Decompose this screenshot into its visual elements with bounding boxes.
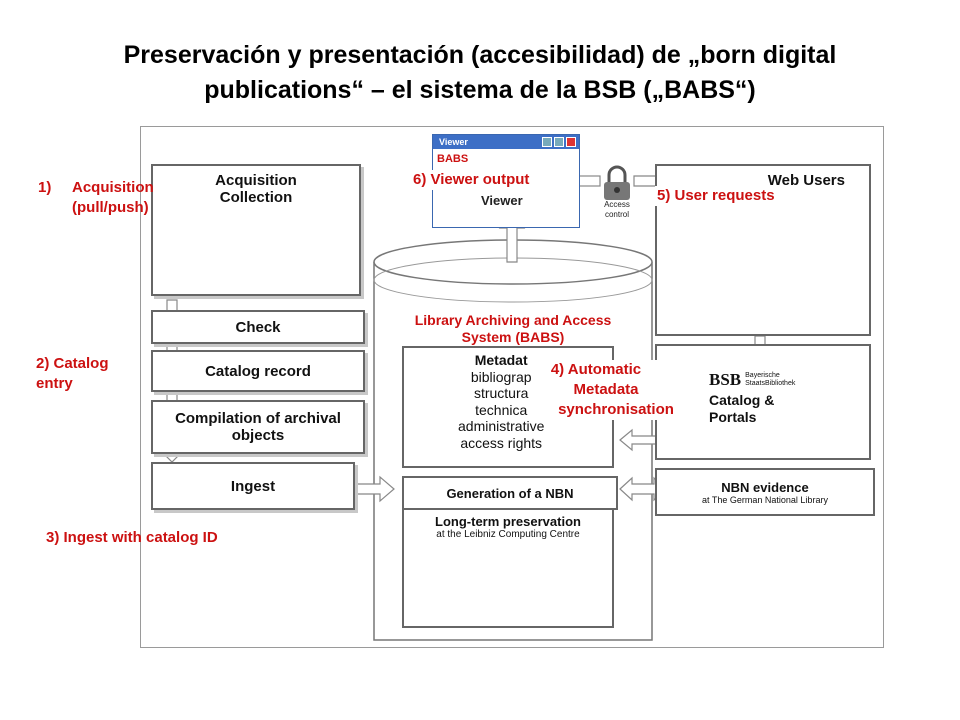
annotation-4-line-3: synchronisation	[558, 401, 674, 418]
catalog-record-box: Catalog record	[151, 350, 365, 392]
annotation-1-number: 1)	[38, 179, 52, 196]
access-control-line-2: control	[604, 210, 629, 219]
check-label: Check	[235, 318, 281, 336]
annotation-viewer-output: 6) Viewer output	[411, 170, 532, 190]
viewer-brand: BABS	[437, 153, 469, 165]
bsb-name-2: StaatsBibliothek	[745, 380, 796, 387]
metadata-item: administrative	[458, 418, 545, 434]
annotation-user-requests: 5) User requests	[655, 186, 777, 206]
acquisition-collection-box: Acquisition Collection	[151, 164, 361, 296]
annotation-1-line-1: Acquisition	[72, 179, 154, 196]
minimize-icon	[542, 137, 552, 147]
viewer-title: Viewer	[439, 137, 468, 147]
annotation-4-line-2: Metadata	[573, 381, 639, 398]
viewer-label: Viewer	[481, 193, 523, 208]
annotation-1-line-2: (pull/push)	[72, 199, 149, 216]
ltp-title: Long-term preservation	[435, 514, 581, 529]
maximize-icon	[554, 137, 564, 147]
annotation-2-line-1: 2) Catalog	[36, 355, 109, 372]
metadata-item: access rights	[460, 434, 543, 451]
annotation-acquisition: 1) Acquisition (pull/push)	[38, 178, 154, 218]
compilation-label-1: Compilation of archival	[175, 410, 341, 427]
access-control-line-1: Access	[604, 200, 630, 209]
annotation-ingest: 3) Ingest with catalog ID	[46, 529, 218, 546]
access-control-label: Access control	[596, 200, 638, 220]
ingest-arrow	[353, 475, 395, 503]
ltp-subtitle: at the Leibniz Computing Centre	[436, 529, 580, 540]
babs-title: Library Archiving and Access System (BAB…	[384, 312, 642, 346]
annotation-2-line-2: entry	[36, 375, 73, 392]
bsb-name-1: Bayerische	[745, 372, 780, 379]
acquisition-label: Acquisition	[215, 172, 297, 189]
catalog-portals-line-2: Portals	[709, 409, 757, 425]
nbn-generation-box: Generation of a NBN	[402, 476, 618, 510]
metadata-item: bibliograp	[470, 368, 532, 385]
catalog-portals-line-1: Catalog &	[709, 392, 775, 408]
metadata-item: technica	[475, 401, 528, 418]
title-line-2: publications“ – el sistema de la BSB („B…	[204, 76, 756, 104]
babs-title-1: Library Archiving and Access	[414, 312, 612, 328]
long-term-preservation-box: Long-term preservation at the Leibniz Co…	[402, 508, 614, 628]
babs-title-2: System (BABS)	[461, 329, 565, 345]
nbn-evidence-panel: NBN evidence at The German National Libr…	[655, 468, 875, 516]
bsb-logo: BSB	[709, 370, 742, 389]
compilation-box: Compilation of archival objects	[151, 400, 365, 454]
metadata-box: Metadat bibliograp structura technica ad…	[402, 346, 614, 468]
slide-title: Preservación y presentación (accesibilid…	[60, 38, 900, 108]
annotation-catalog-entry: 2) Catalog entry	[36, 354, 109, 394]
metadata-heading: Metadat	[474, 352, 528, 368]
close-icon	[566, 137, 576, 147]
catalog-portals-panel: BSB Bayerische StaatsBibliothek Catalog …	[655, 344, 871, 460]
metadata-item: structura	[473, 385, 529, 401]
annotation-4-line-1: 4) Automatic	[550, 361, 642, 378]
annotation-metadata-sync: 4) Automatic Metadata synchronisation	[541, 360, 691, 420]
web-users-title: Web Users	[767, 172, 845, 189]
title-line-1: Preservación y presentación (accesibilid…	[123, 41, 837, 69]
collection-label: Collection	[219, 189, 293, 206]
nbn-evidence-subtitle: at The German National Library	[702, 494, 828, 505]
catalog-record-label: Catalog record	[205, 362, 311, 380]
check-box: Check	[151, 310, 365, 344]
nbn-evidence-title: NBN evidence	[721, 479, 809, 495]
padlock-icon	[604, 165, 630, 200]
ingest-label: Ingest	[230, 477, 276, 495]
catalog-portals-title: Catalog & Portals	[709, 392, 795, 426]
viewer-titlebar: Viewer	[433, 135, 579, 149]
nbn-generation-label: Generation of a NBN	[446, 485, 574, 501]
ingest-box: Ingest	[151, 462, 355, 510]
compilation-label-2: objects	[231, 427, 285, 444]
